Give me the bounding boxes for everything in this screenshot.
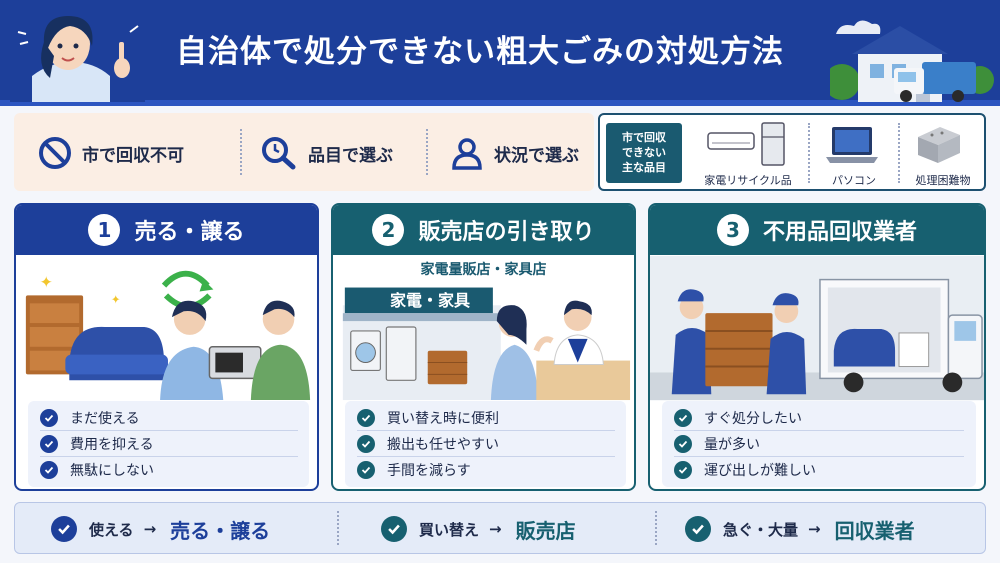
- checklist-item: 量が多い: [674, 431, 964, 457]
- summary-item-store: 買い替え → 販売店: [381, 513, 576, 545]
- person-icon: [452, 138, 482, 170]
- card-header: 2 販売店の引き取り: [333, 205, 634, 255]
- checklist-item: 費用を抑える: [40, 431, 298, 457]
- option-card-store-takeback: 2 販売店の引き取り 家電量販店・家具店 家電・家具 買い替え時に便利 搬出も任…: [331, 203, 636, 491]
- summary-target: 回収業者: [834, 518, 915, 543]
- checklist-label: 運び出しが難しい: [704, 463, 816, 479]
- woman-pointing-illustration: [10, 6, 145, 102]
- check-icon: [51, 516, 77, 542]
- divider: [808, 123, 810, 183]
- svg-text:✦: ✦: [40, 273, 53, 292]
- search-icon: [262, 137, 296, 170]
- arrow-icon: →: [808, 520, 821, 538]
- check-icon: [381, 516, 407, 542]
- checklist-item: 運び出しが難しい: [674, 457, 964, 483]
- arrow-icon: →: [489, 520, 502, 538]
- summary-condition: 買い替え: [419, 520, 480, 539]
- divider: [426, 129, 428, 175]
- item-caption: パソコン: [832, 174, 876, 187]
- checklist-label: まだ使える: [70, 410, 140, 427]
- checklist-label: すぐ処分したい: [704, 410, 802, 427]
- store-caption: 家電量販店・家具店: [420, 262, 547, 278]
- divider: [337, 511, 339, 545]
- sell-give-away-illustration: ✦ ✦: [16, 255, 317, 401]
- card-number: 3: [716, 214, 749, 246]
- intro-item-by-item: 品目で選ぶ: [260, 135, 393, 171]
- checklist-item: 手間を減らす: [357, 457, 615, 483]
- summary-bar: 使える → 売る・譲る 買い替え → 販売店 急ぐ・大量 → 回収業者: [14, 502, 986, 554]
- check-icon: [685, 516, 711, 542]
- summary-condition: 使える: [89, 520, 134, 539]
- card-title: 販売店の引き取り: [418, 220, 595, 245]
- items-panel-heading-line: できない: [622, 146, 666, 159]
- intro-item-not-collected: 市で回収不可: [38, 135, 184, 171]
- uncollectable-items-panel: 市で回収 できない 主な品目 家電リサイクル品 パソコン 処理困難物: [598, 113, 986, 191]
- intro-label: 品目で選ぶ: [308, 145, 393, 166]
- check-icon: [357, 434, 375, 453]
- divider: [655, 511, 657, 545]
- card-title: 不用品回収業者: [762, 220, 917, 245]
- summary-target: 売る・譲る: [170, 518, 271, 543]
- divider: [898, 123, 900, 183]
- card-title: 売る・譲る: [134, 220, 245, 245]
- checklist-label: 搬出も任せやすい: [387, 436, 499, 453]
- card-header: 1 売る・譲る: [16, 205, 317, 255]
- concrete-block-icon: [918, 127, 960, 163]
- checklist-label: 量が多い: [704, 436, 760, 453]
- checklist-item: 買い替え時に便利: [357, 405, 615, 431]
- check-icon: [40, 408, 58, 427]
- check-icon: [40, 461, 58, 479]
- checklist-item: 無駄にしない: [40, 457, 298, 483]
- header-divider: [0, 100, 1000, 106]
- check-icon: [674, 461, 692, 479]
- check-icon: [357, 461, 375, 479]
- intro-label: 市で回収不可: [82, 145, 184, 166]
- intro-panel: 市で回収不可 品目で選ぶ 状況で選ぶ: [14, 113, 594, 191]
- checklist-label: 手間を減らす: [387, 463, 471, 479]
- divider: [240, 129, 242, 175]
- checklist-item: 搬出も任せやすい: [357, 431, 615, 457]
- option-card-junk-removal: 3 不用品回収業者 すぐ処分したい 量が多い: [648, 203, 986, 491]
- option-card-sell: 1 売る・譲る ✦ ✦ まだ使える 費用を抑える 無駄にしない: [14, 203, 319, 491]
- checklist: すぐ処分したい 量が多い 運び出しが難しい: [662, 401, 976, 487]
- items-panel-heading: 市で回収 できない 主な品目: [606, 123, 682, 183]
- item-caption: 家電リサイクル品: [704, 174, 792, 187]
- checklist-item: すぐ処分したい: [674, 405, 964, 431]
- summary-condition: 急ぐ・大量: [723, 520, 799, 539]
- card-number: 2: [372, 214, 405, 246]
- card-number: 1: [88, 214, 121, 246]
- check-icon: [40, 434, 58, 453]
- house-and-truck-illustration: [830, 20, 994, 102]
- checklist: 買い替え時に便利 搬出も任せやすい 手間を減らす: [345, 401, 626, 487]
- item-caption: 処理困難物: [915, 174, 971, 187]
- summary-item-collector: 急ぐ・大量 → 回収業者: [685, 513, 915, 545]
- prohibited-icon: [39, 137, 71, 169]
- check-icon: [357, 408, 375, 427]
- checklist-item: まだ使える: [40, 405, 298, 431]
- junk-removal-illustration: [650, 255, 984, 401]
- store-sign: 家電・家具: [389, 291, 470, 310]
- summary-target: 販売店: [515, 518, 576, 543]
- svg-text:✦: ✦: [111, 292, 121, 306]
- checklist-label: 費用を抑える: [70, 436, 154, 453]
- check-icon: [674, 434, 692, 453]
- summary-item-sell: 使える → 売る・譲る: [51, 513, 270, 545]
- laptop-icon: [826, 127, 878, 163]
- checklist-label: 無駄にしない: [70, 463, 154, 479]
- arrow-icon: →: [143, 520, 157, 538]
- items-panel-heading-line: 主な品目: [622, 161, 666, 174]
- page-title: 自治体で処分できない粗大ごみの対処方法: [176, 34, 784, 70]
- items-panel-heading-line: 市で回収: [622, 131, 666, 144]
- intro-label: 状況で選ぶ: [494, 145, 579, 166]
- checklist: まだ使える 費用を抑える 無駄にしない: [28, 401, 309, 487]
- checklist-label: 買い替え時に便利: [387, 410, 499, 427]
- intro-item-by-situation: 状況で選ぶ: [450, 135, 579, 171]
- check-icon: [674, 408, 692, 427]
- card-header: 3 不用品回収業者: [650, 205, 984, 255]
- appliance-icon: [707, 122, 785, 166]
- store-takeback-illustration: [333, 255, 634, 401]
